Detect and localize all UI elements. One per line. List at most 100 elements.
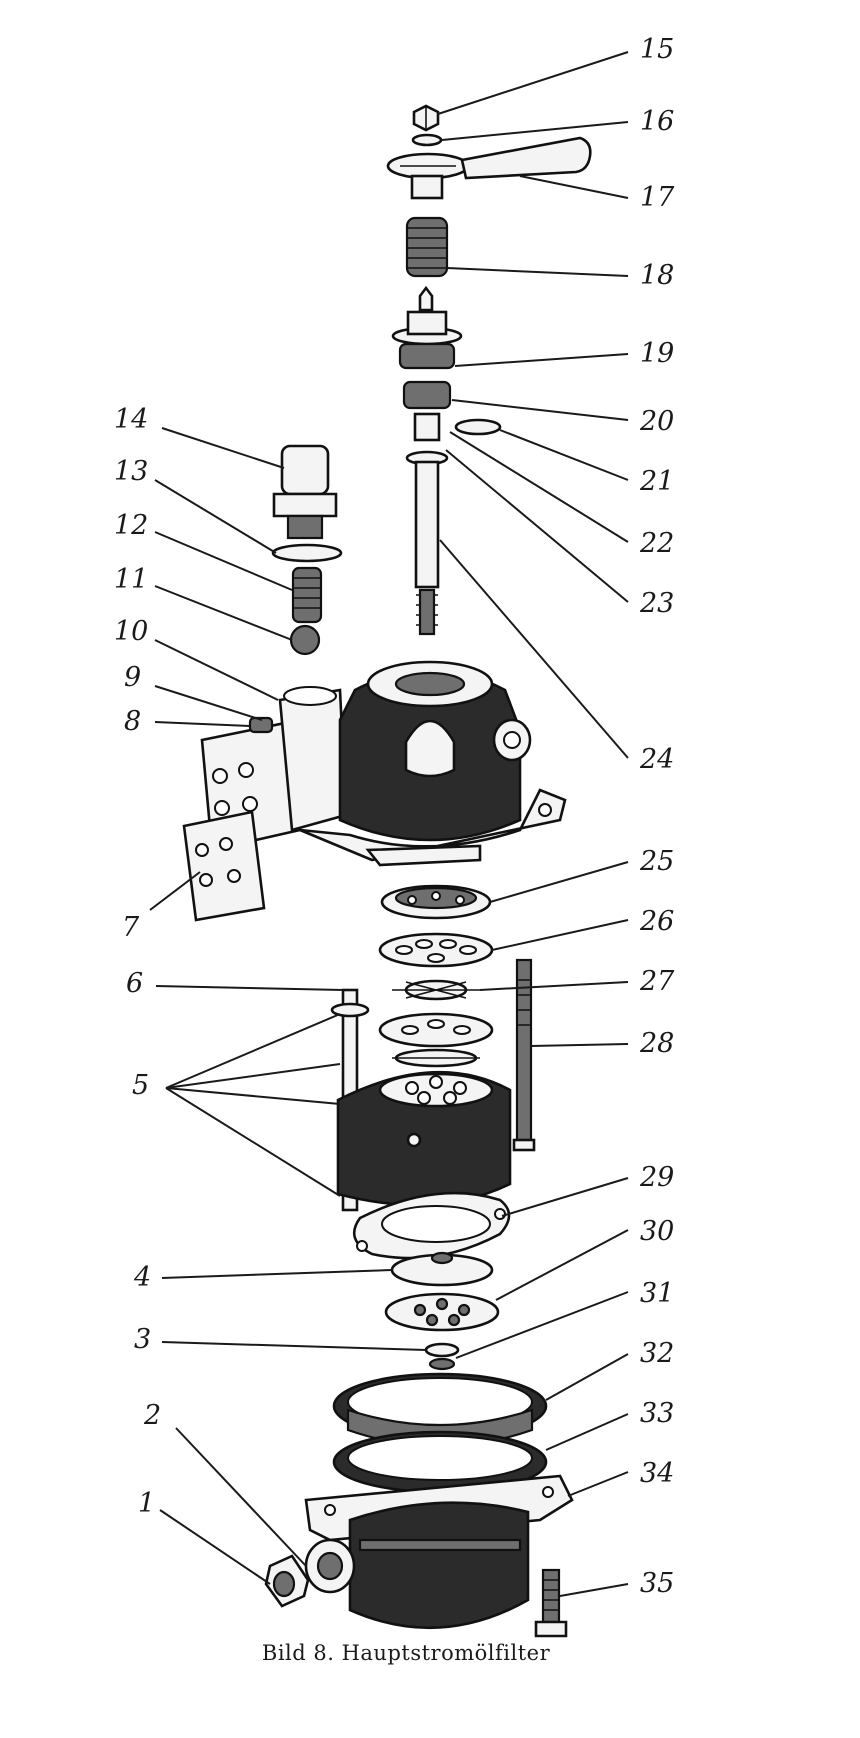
leader-6 <box>155 985 344 991</box>
part-29-gasket <box>352 1191 511 1260</box>
label-9: 9 <box>124 662 141 693</box>
part-11-ball <box>289 624 321 656</box>
part-25-disc <box>380 884 492 920</box>
part-21-small-ring <box>454 418 502 436</box>
part-18-spring <box>405 216 449 278</box>
leader-29 <box>501 1177 629 1217</box>
leader-7 <box>149 871 201 911</box>
leader-lines <box>149 51 629 1597</box>
part-34-bowl <box>304 1474 574 1630</box>
leader-34 <box>567 1471 629 1497</box>
leader-28 <box>530 1043 629 1047</box>
label-4: 4 <box>133 1262 151 1293</box>
part-26-slotted-disc <box>378 932 494 968</box>
parts-drawing <box>182 104 592 1638</box>
label-5: 5 <box>132 1070 149 1101</box>
label-10: 10 <box>114 616 148 647</box>
leader-10 <box>154 639 279 701</box>
leader-2 <box>175 1427 307 1567</box>
part-2-fitting <box>304 1538 356 1594</box>
part-12-spring <box>291 566 323 624</box>
leader-22 <box>449 431 629 543</box>
leader-5a <box>165 1013 341 1089</box>
figure-caption: Bild 8. Hauptstromölfilter <box>262 1641 551 1665</box>
leader-27 <box>479 981 629 991</box>
part-27-star-washer <box>392 979 480 1001</box>
part-19-23-stem-assembly <box>391 285 502 466</box>
leader-11 <box>154 585 293 641</box>
leader-5b <box>165 1063 341 1089</box>
part-30-plate <box>384 1292 500 1332</box>
leader-25 <box>489 861 629 903</box>
label-23: 23 <box>639 588 674 619</box>
leader-30 <box>495 1229 629 1301</box>
label-12: 12 <box>114 510 148 541</box>
part-28-long-bolt <box>512 958 536 1152</box>
label-17: 17 <box>640 182 675 213</box>
leader-12 <box>154 531 293 591</box>
label-6: 6 <box>126 968 143 999</box>
label-3: 3 <box>134 1324 151 1355</box>
label-21: 21 <box>639 466 674 497</box>
leader-19 <box>454 353 629 367</box>
part-housing-head <box>200 660 567 867</box>
label-27: 27 <box>639 966 675 997</box>
leader-18 <box>446 267 629 277</box>
label-31: 31 <box>640 1278 674 1309</box>
leader-24 <box>439 539 629 759</box>
part-15-nut <box>412 104 440 132</box>
leader-13 <box>154 479 277 554</box>
label-2: 2 <box>143 1400 161 1431</box>
leader-33 <box>545 1413 629 1451</box>
label-1: 1 <box>138 1488 155 1519</box>
label-7: 7 <box>122 912 140 943</box>
label-33: 33 <box>640 1398 674 1429</box>
leader-26 <box>491 919 629 951</box>
leader-9 <box>154 685 263 721</box>
leader-17 <box>519 175 629 199</box>
leader-31 <box>455 1291 629 1359</box>
part-14-cap <box>272 444 338 540</box>
label-26: 26 <box>639 906 674 937</box>
leader-1 <box>159 1509 271 1585</box>
leader-15 <box>437 51 629 115</box>
label-32: 32 <box>640 1338 674 1369</box>
part-16-washer <box>411 133 443 147</box>
label-28: 28 <box>639 1028 674 1059</box>
leader-21 <box>499 429 629 481</box>
part-13-gasket <box>271 543 343 563</box>
part-17-lever <box>386 136 592 200</box>
part-1-drain-plug <box>264 1554 310 1608</box>
label-11: 11 <box>114 564 148 595</box>
part-labels: 15 16 17 18 19 20 21 22 23 24 14 13 12 1… <box>114 34 675 1599</box>
label-8: 8 <box>124 706 141 737</box>
leader-32 <box>545 1353 629 1401</box>
label-15: 15 <box>640 34 674 65</box>
part-5-6-filter-element <box>330 988 512 1212</box>
leader-35 <box>559 1583 629 1597</box>
label-35: 35 <box>640 1568 674 1599</box>
leader-8 <box>154 721 251 727</box>
label-13: 13 <box>114 456 148 487</box>
leader-4 <box>161 1269 393 1279</box>
leader-16 <box>441 121 629 141</box>
leader-3 <box>161 1341 427 1351</box>
leader-14 <box>161 427 285 469</box>
part-7-gasket-plate <box>182 810 266 922</box>
label-18: 18 <box>640 260 674 291</box>
part-3-31-nut <box>424 1342 460 1371</box>
label-16: 16 <box>640 106 674 137</box>
leader-5c <box>165 1087 341 1105</box>
label-20: 20 <box>639 406 674 437</box>
leader-23 <box>445 449 629 603</box>
part-33-seal-ring <box>332 1430 548 1494</box>
label-30: 30 <box>640 1216 674 1247</box>
label-19: 19 <box>640 338 674 369</box>
label-24: 24 <box>639 744 674 775</box>
label-22: 22 <box>639 528 674 559</box>
part-35-bolt <box>534 1568 568 1638</box>
leader-20 <box>451 399 629 421</box>
label-25: 25 <box>639 846 674 877</box>
leader-5d <box>165 1087 341 1197</box>
